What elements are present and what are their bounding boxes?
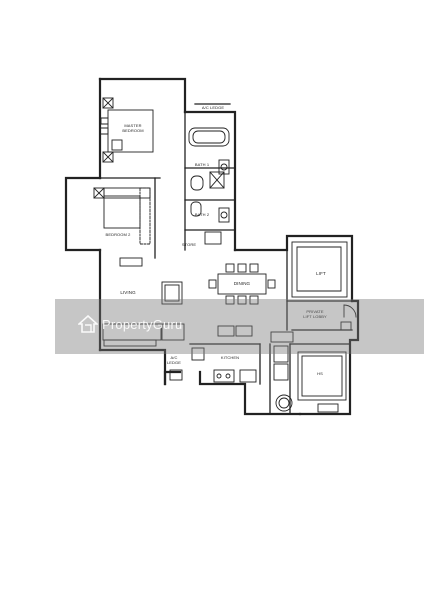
- watermark-brand: PropertyGuru: [102, 316, 183, 332]
- propertyguru-logo-icon: [78, 315, 98, 333]
- living-label: LIVING: [120, 290, 136, 295]
- master-bedroom-label: MASTER BEDROOM: [122, 123, 144, 133]
- bedroom2-label: BEDROOM 2: [105, 232, 131, 237]
- private-lift-lobby-label: PRIVATE LIFT LOBBY: [303, 309, 327, 319]
- exterior-walls: [64, 77, 360, 416]
- household-shelter: [275, 351, 347, 413]
- hs-label: HS: [317, 371, 323, 376]
- bath1-fixtures: [188, 127, 230, 191]
- bath1-label: BATH 1: [194, 162, 210, 167]
- lift-shaft: [291, 241, 348, 298]
- ac-ledge-top-label: A/C LEDGE: [201, 105, 225, 110]
- ac-ledge-kitchen-label: A/C LEDGE: [166, 355, 182, 365]
- bath2-fixtures: [190, 201, 230, 245]
- interior-walls: [99, 103, 353, 415]
- master-bed: [100, 97, 154, 163]
- lobby-door: [340, 304, 357, 331]
- living-furniture: [102, 281, 185, 347]
- kitchen-label: KITCHEN: [220, 355, 240, 360]
- kitchen-fittings: [169, 325, 294, 383]
- dining-label: DINING: [233, 281, 251, 286]
- watermark: PropertyGuru: [78, 315, 182, 333]
- bath2-label: BATH 2: [194, 212, 210, 217]
- bedroom2-furniture: [93, 187, 151, 267]
- lift-label: LIFT: [316, 271, 326, 276]
- store-label: STORE: [181, 242, 197, 247]
- watermark-band: [55, 299, 424, 354]
- dining-set: [208, 263, 276, 305]
